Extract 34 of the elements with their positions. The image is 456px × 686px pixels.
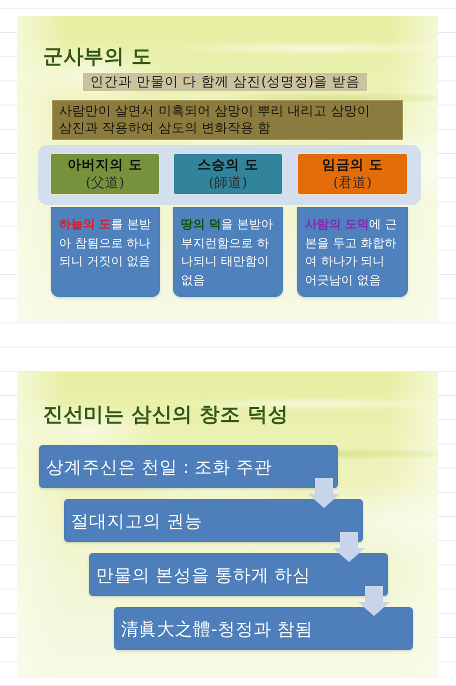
description-card [51,207,160,297]
arrow [333,532,365,562]
arrow [308,478,340,508]
description-text: 사람의 도덕에 근본을 두고 화합하여 하나가 되니 어긋남이 없음 [305,216,397,288]
step-box [64,499,363,542]
banner [52,100,403,140]
header-title: 스승의 도 [198,156,258,174]
category-header [297,153,408,195]
slide-title: 진선미는 삼신의 창조 덕성 [43,401,288,428]
header-title: 아버지의 도 [68,156,142,174]
slide-panel [17,16,438,322]
step-box [39,445,338,488]
hanja-label: (父道) [86,174,124,192]
hanja-label: (君道) [333,174,372,192]
description-text: 하늘의 도를 본받아 참됨으로 하나되니 거짓이 없음 [59,216,152,270]
step-text: 清眞大之體-청정과 참됨 [121,618,313,640]
header-panel [38,145,421,205]
step-text: 만물의 본성을 통하게 하심 [96,564,311,586]
slide-panel [17,372,438,678]
header-title: 임금의 도 [322,156,383,174]
banner-text: 사람만이 살면서 미혹되어 삼망이 뿌리 내리고 삼망이 삼진과 작용하여 삼도의 변화작용 함 [59,103,371,137]
hanja-label: (師道) [208,174,248,192]
arrow [358,586,390,616]
description-card [297,207,408,297]
step-box [114,607,413,650]
category-header [50,153,160,195]
category-header [173,153,283,195]
step-box [89,553,388,596]
description-card [173,207,283,297]
step-text: 절대지고의 권능 [71,510,203,532]
step-text: 상계주신은 천일 : 조화 주관 [46,456,272,478]
banner-text: 인간과 만물이 다 함께 삼진(성명정)을 받음 [90,73,360,91]
description-text: 땅의 덕을 본받아 부지런함으로 하나되니 태만함이 없음 [181,216,274,288]
slide-title: 군사부의 도 [43,43,152,70]
